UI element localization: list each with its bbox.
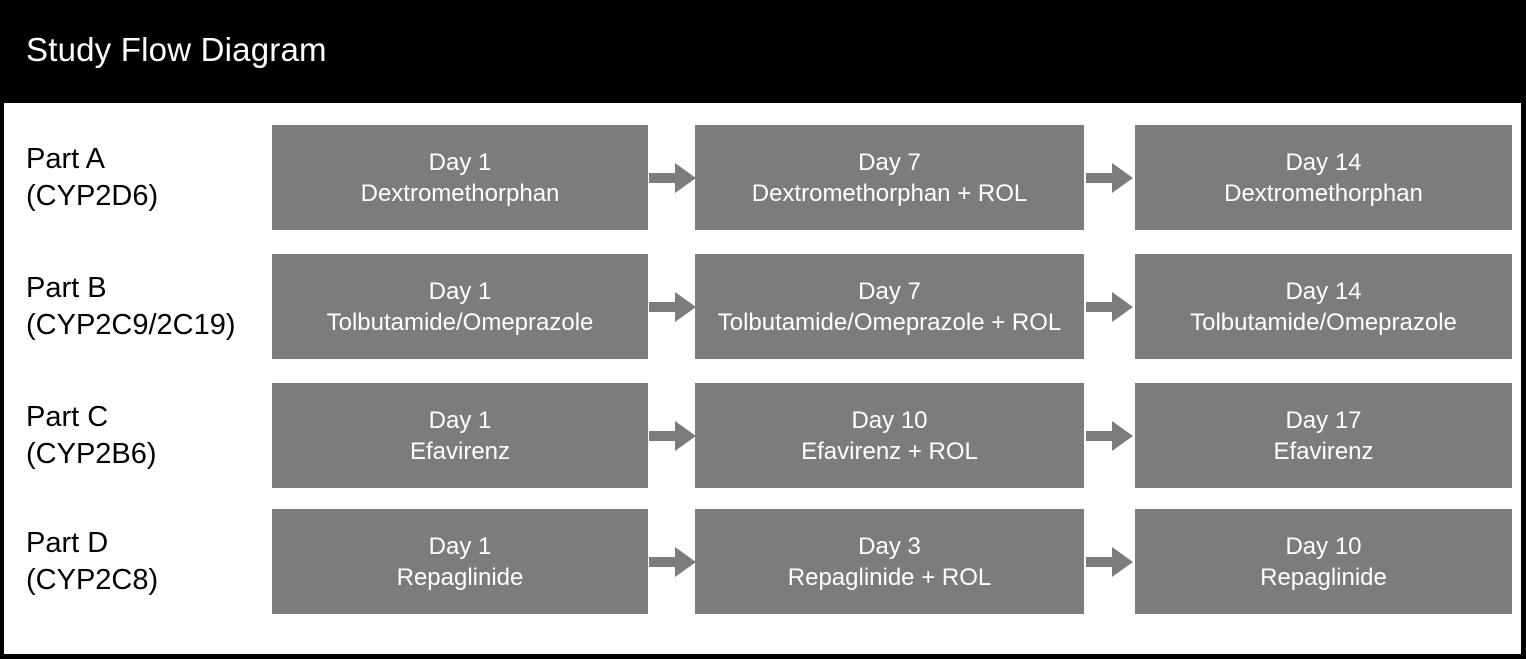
- flow-box[interactable]: Day 1 Repaglinide: [272, 509, 648, 614]
- flow-box-day: Day 10: [851, 406, 928, 434]
- flow-box-day: Day 7: [858, 277, 921, 305]
- row-label-line2: (CYP2B6): [26, 437, 157, 470]
- flow-box-day: Day 1: [428, 406, 492, 434]
- row-label-line1: Part D: [26, 526, 109, 559]
- flow-box-treatment: Repaglinide + ROL: [787, 563, 992, 591]
- flow-box-treatment: Dextromethorphan: [1224, 179, 1423, 207]
- right-arrow-icon: [649, 545, 696, 579]
- right-arrow-icon: [649, 290, 696, 324]
- row-label-line1: Part C: [26, 400, 109, 433]
- diagram-row-part-c: Part C (CYP2B6) Day 1 Efavirenz Day 10 E…: [4, 383, 1521, 488]
- flow-box-treatment: Dextromethorphan: [360, 179, 560, 207]
- right-arrow-icon: [649, 161, 696, 195]
- flow-box[interactable]: Day 7 Tolbutamide/Omeprazole + ROL: [695, 254, 1084, 359]
- flow-box-treatment: Repaglinide: [1260, 563, 1387, 591]
- row-label-part-d: Part D (CYP2C8): [26, 525, 158, 599]
- row-label-line2: (CYP2C9/2C19): [26, 308, 236, 341]
- flow-diagram: Part A (CYP2D6) Day 1 Dextromethorphan D…: [4, 103, 1521, 654]
- flow-box-day: Day 14: [1285, 148, 1362, 176]
- flow-box-treatment: Tolbutamide/Omeprazole + ROL: [717, 308, 1062, 336]
- flow-box[interactable]: Day 10 Repaglinide: [1135, 509, 1512, 614]
- flow-box-treatment: Tolbutamide/Omeprazole: [1190, 308, 1457, 336]
- flow-box[interactable]: Day 7 Dextromethorphan + ROL: [695, 125, 1084, 230]
- flow-box-day: Day 14: [1285, 277, 1362, 305]
- page-title: Study Flow Diagram: [26, 31, 327, 68]
- right-arrow-icon: [649, 419, 696, 453]
- flow-box-treatment: Efavirenz + ROL: [801, 437, 978, 465]
- row-label-line2: (CYP2D6): [26, 179, 159, 212]
- flow-box-treatment: Tolbutamide/Omeprazole: [326, 308, 594, 336]
- flow-box[interactable]: Day 17 Efavirenz: [1135, 383, 1512, 488]
- flow-box-treatment: Efavirenz: [409, 437, 511, 465]
- flow-box-treatment: Efavirenz: [1273, 437, 1374, 465]
- right-arrow-icon: [1086, 419, 1133, 453]
- row-label-line1: Part A: [26, 142, 105, 175]
- flow-box-day: Day 1: [428, 277, 492, 305]
- flow-box[interactable]: Day 3 Repaglinide + ROL: [695, 509, 1084, 614]
- flow-box-day: Day 1: [428, 532, 492, 560]
- right-arrow-icon: [1086, 290, 1133, 324]
- flow-box-treatment: Repaglinide: [396, 563, 524, 591]
- flow-box-treatment: Dextromethorphan + ROL: [751, 179, 1028, 207]
- flow-box[interactable]: Day 10 Efavirenz + ROL: [695, 383, 1084, 488]
- flow-box-day: Day 17: [1285, 406, 1362, 434]
- flow-box[interactable]: Day 1 Dextromethorphan: [272, 125, 648, 230]
- diagram-row-part-d: Part D (CYP2C8) Day 1 Repaglinide Day 3 …: [4, 509, 1521, 614]
- right-arrow-icon: [1086, 161, 1133, 195]
- flow-box-day: Day 3: [858, 532, 921, 560]
- header-band: Study Flow Diagram: [4, 0, 1521, 103]
- diagram-row-part-a: Part A (CYP2D6) Day 1 Dextromethorphan D…: [4, 125, 1521, 230]
- flow-box[interactable]: Day 14 Tolbutamide/Omeprazole: [1135, 254, 1512, 359]
- flow-box[interactable]: Day 1 Tolbutamide/Omeprazole: [272, 254, 648, 359]
- row-label-part-c: Part C (CYP2B6): [26, 399, 157, 473]
- flow-box-day: Day 7: [858, 148, 921, 176]
- flow-box[interactable]: Day 14 Dextromethorphan: [1135, 125, 1512, 230]
- flow-box[interactable]: Day 1 Efavirenz: [272, 383, 648, 488]
- diagram-row-part-b: Part B (CYP2C9/2C19) Day 1 Tolbutamide/O…: [4, 254, 1521, 359]
- row-label-part-b: Part B (CYP2C9/2C19): [26, 270, 236, 344]
- row-label-part-a: Part A (CYP2D6): [26, 141, 158, 215]
- flow-box-day: Day 10: [1285, 532, 1362, 560]
- right-arrow-icon: [1086, 545, 1133, 579]
- flow-box-day: Day 1: [428, 148, 492, 176]
- row-label-line2: (CYP2C8): [26, 563, 159, 596]
- row-label-line1: Part B: [26, 271, 107, 304]
